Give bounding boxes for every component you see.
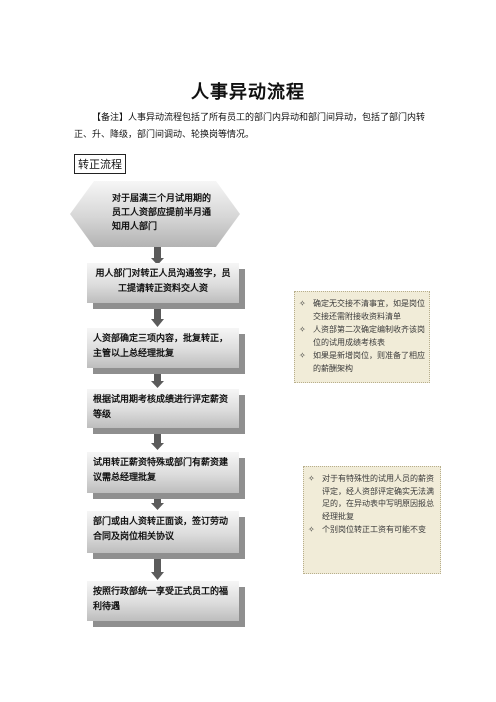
flow-arrow <box>151 303 164 327</box>
flow-step-4: 试用转正薪资特殊或部门有薪资建议需总经理批复 <box>87 452 239 493</box>
diamond-bullet-icon: ✧ <box>308 474 315 483</box>
side-note-text: 个别岗位转正工资有可能不变 <box>322 525 426 534</box>
side-note-text: 确定无交接不清事宜，如是岗位交接还需附接收资料清单 <box>313 299 425 321</box>
side-note-item: ✧ 个别岗位转正工资有可能不变 <box>308 524 436 537</box>
side-note-item: ✧ 对于有特殊性的试用人员的薪资评定，经人资部评定确实无法满足的，在异动表中写明… <box>308 473 436 523</box>
flow-step-6: 按照行政部统一享受正式员工的福利待遇 <box>87 581 239 621</box>
flow-start-text: 对于届满三个月试用期的员工人资部应提前半月通知用人部门 <box>112 194 212 232</box>
side-note-text: 人资部第二次确定编制收齐该岗位的试用成绩考核表 <box>313 325 425 347</box>
flow-arrow <box>151 493 164 510</box>
flow-arrow <box>151 247 164 265</box>
diamond-bullet-icon: ✧ <box>299 351 306 360</box>
page-title: 人事异动流程 <box>191 82 305 103</box>
flow-arrow <box>151 553 164 580</box>
side-note-box-1: ✧ 确定无交接不清事宜，如是岗位交接还需附接收资料清单 ✧ 人资部第二次确定编制… <box>294 291 430 383</box>
flow-arrow <box>151 428 164 450</box>
flow-arrow <box>151 368 164 388</box>
diamond-bullet-icon: ✧ <box>308 525 315 534</box>
remark-paragraph: 【备注】人事异动流程包括了所有员工的部门内异动和部门间异动，包括了部门内转正、升… <box>74 113 426 140</box>
side-note-item: ✧ 如果是新增岗位，则准备了相应的薪酬架构 <box>299 350 425 375</box>
side-note-item: ✧ 人资部第二次确定编制收齐该岗位的试用成绩考核表 <box>299 324 425 349</box>
side-note-text: 对于有特殊性的试用人员的薪资评定，经人资部评定确实无法满足的，在异动表中写明原因… <box>322 474 434 521</box>
flow-step-1: 用人部门对转正人员沟通签字，员工提请转正资料交人资 <box>87 263 239 303</box>
diamond-bullet-icon: ✧ <box>299 325 306 334</box>
section-label-probation: 转正流程 <box>74 154 126 174</box>
flow-step-3: 根据试用期考核成绩进行评定薪资等级 <box>87 389 239 428</box>
side-note-text: 如果是新增岗位，则准备了相应的薪酬架构 <box>313 351 425 373</box>
flow-step-5: 部门或由人资转正面谈，签订劳动合同及岗位相关协议 <box>87 511 239 553</box>
side-note-item: ✧ 确定无交接不清事宜，如是岗位交接还需附接收资料清单 <box>299 298 425 323</box>
side-note-box-2: ✧ 对于有特殊性的试用人员的薪资评定，经人资部评定确实无法满足的，在异动表中写明… <box>303 466 441 574</box>
flow-start-hexagon <box>70 181 240 247</box>
diamond-bullet-icon: ✧ <box>299 299 306 308</box>
flow-step-2: 人资部确定三项内容，批复转正，主管以上总经理批复 <box>87 328 239 368</box>
